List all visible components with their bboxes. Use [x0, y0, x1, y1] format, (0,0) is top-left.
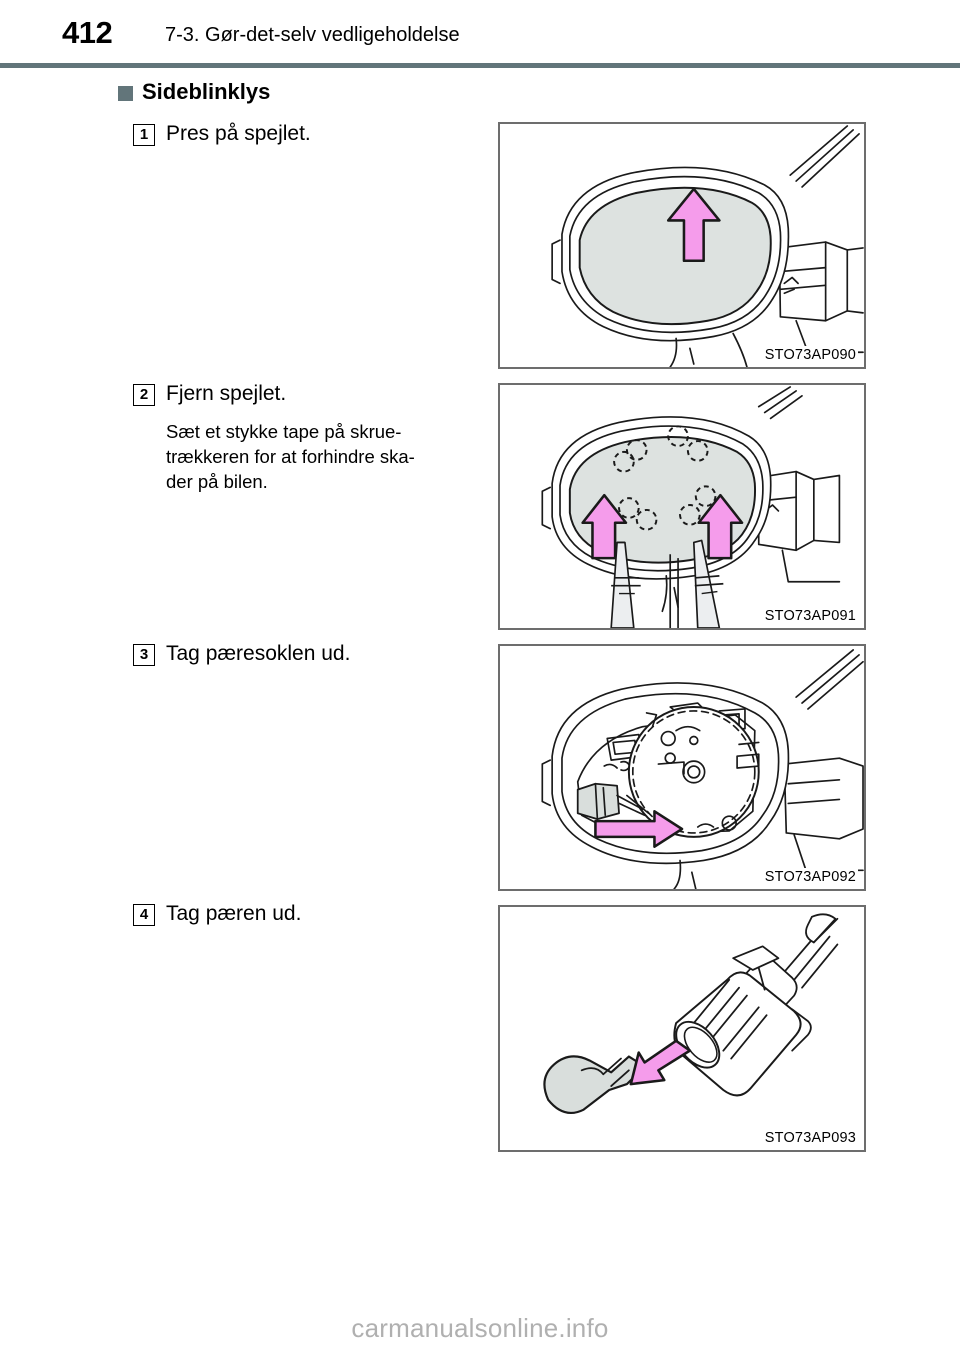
figure-remove-bulb: STO73AP093	[498, 905, 866, 1152]
step-text: Pres på spejlet.	[166, 122, 311, 145]
step-note-line: trækkeren for at forhindre ska-	[166, 446, 415, 467]
step-heading: 3 Tag pæresoklen ud.	[133, 640, 473, 667]
mirror-removal-illustration	[541, 386, 841, 628]
bulb-removal-illustration	[543, 913, 839, 1114]
mirror-housing-illustration	[541, 649, 864, 889]
step-note: Sæt et stykke tape på skrue- trækkeren f…	[166, 419, 471, 494]
step-note-line: der på bilen.	[166, 471, 268, 492]
step-heading: 2 Fjern spejlet.	[133, 380, 473, 407]
screwdriver-right-icon	[692, 539, 724, 628]
figure-caption: STO73AP091	[762, 607, 858, 625]
figure-caption: STO73AP093	[762, 1129, 858, 1147]
page-header: 412 7-3. Gør-det-selv vedligeholdelse	[0, 0, 960, 72]
step-text: Tag pæresoklen ud.	[166, 642, 351, 665]
step-note-line: Sæt et stykke tape på skrue-	[166, 421, 402, 442]
step-number-badge: 1	[133, 124, 155, 146]
section-title: Sideblinklys	[142, 79, 271, 104]
direction-arrow-icon	[581, 493, 628, 560]
square-bullet-icon	[118, 85, 133, 101]
screwdriver-left-icon	[610, 541, 641, 628]
figure-caption: STO73AP092	[762, 868, 858, 886]
direction-arrow-icon	[594, 810, 684, 848]
direction-arrow-icon	[666, 187, 721, 263]
step-item: 4 Tag pæren ud.	[133, 900, 473, 927]
page-title: 7-3. Gør-det-selv vedligeholdelse	[165, 24, 460, 46]
figure-caption: STO73AP090	[762, 346, 858, 364]
header-divider	[0, 63, 960, 68]
direction-arrow-icon	[697, 493, 744, 560]
step-number-badge: 4	[133, 904, 155, 926]
section-heading: Sideblinklys	[118, 79, 270, 105]
step-item: 3 Tag pæresoklen ud.	[133, 640, 473, 667]
figure-remove-socket: STO73AP092	[498, 644, 866, 891]
step-number-badge: 3	[133, 644, 155, 666]
step-number-badge: 2	[133, 384, 155, 406]
step-heading: 1 Pres på spejlet.	[133, 120, 473, 147]
step-item: 1 Pres på spejlet.	[133, 120, 473, 147]
clip-markers	[613, 425, 717, 531]
figure-remove-mirror: STO73AP091	[498, 383, 866, 630]
site-watermark: carmanualsonline.info	[351, 1313, 609, 1343]
direction-arrow-icon	[629, 1039, 692, 1086]
step-item: 2 Fjern spejlet. Sæt et stykke tape på s…	[133, 380, 473, 494]
figure-press-mirror: STO73AP090	[498, 122, 866, 369]
page-number: 412	[62, 15, 113, 50]
mirror-press-illustration	[551, 125, 864, 367]
step-text: Fjern spejlet.	[166, 382, 287, 405]
step-text: Tag pæren ud.	[166, 902, 302, 925]
step-heading: 4 Tag pæren ud.	[133, 900, 473, 927]
